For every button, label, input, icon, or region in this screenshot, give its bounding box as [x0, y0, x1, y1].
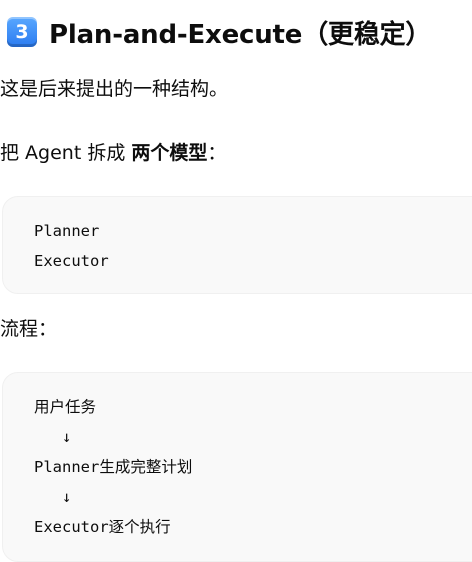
- code-line: ↓: [34, 488, 72, 506]
- keycap-number: 3: [15, 20, 29, 43]
- code-line: Planner: [34, 222, 100, 240]
- code-block-flow: 用户任务 ↓ Planner生成完整计划 ↓ Executor逐个执行: [2, 372, 472, 562]
- code-line: 用户任务: [34, 398, 97, 416]
- keycap-number-icon: 3: [7, 17, 37, 47]
- split-bold-text: 两个模型: [131, 142, 208, 164]
- code-block-roles: Planner Executor: [2, 196, 472, 294]
- flow-label: 流程：: [0, 318, 58, 340]
- split-suffix: ：: [207, 142, 227, 164]
- split-paragraph: 把 Agent 拆成 两个模型：: [0, 139, 226, 167]
- code-line: Executor逐个执行: [34, 518, 171, 536]
- code-line: Planner生成完整计划: [34, 458, 193, 476]
- section-heading: 3 Plan-and-Execute（更稳定）: [7, 12, 431, 52]
- split-prefix: 把 Agent 拆成: [0, 142, 132, 164]
- code-line: ↓: [34, 428, 72, 446]
- heading-title: Plan-and-Execute（更稳定）: [49, 19, 432, 50]
- code-line: Executor: [34, 252, 109, 270]
- intro-paragraph: 这是后来提出的一种结构。: [0, 78, 229, 100]
